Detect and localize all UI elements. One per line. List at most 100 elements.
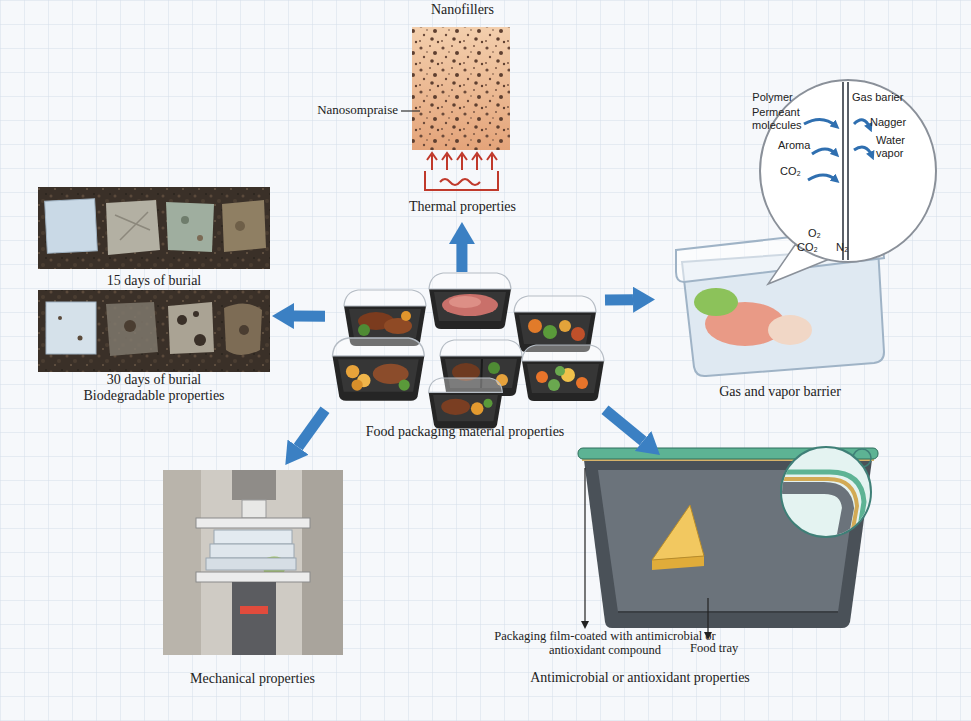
soil-burial-photo <box>78 336 83 341</box>
heat-source-symbol <box>425 171 498 190</box>
callout-label: Nagger <box>870 116 920 129</box>
soil-burial-photo <box>239 325 249 335</box>
food-container-group <box>332 356 424 401</box>
food-container-group <box>346 365 359 378</box>
panel-caption: Antimicrobial or antioxidant properties <box>500 670 780 686</box>
heat-source-symbol <box>427 153 437 170</box>
tensile-tester-photo <box>163 470 201 655</box>
food-container-group <box>449 296 481 308</box>
food-container-group <box>429 378 503 392</box>
soil-burial-photo <box>115 212 150 240</box>
leader-label: Nanosompraise <box>290 103 398 118</box>
coated-food-tray <box>578 447 878 638</box>
food-container-group <box>522 345 604 401</box>
connector-group <box>294 244 643 447</box>
panel-caption: Gas and vapor barrier <box>655 384 905 400</box>
panel-caption: Food packaging material properties <box>325 424 605 440</box>
soil-burial-photo <box>222 200 266 252</box>
barrier-callout <box>808 175 836 180</box>
food-container-group <box>559 320 571 332</box>
tensile-tester-photo <box>302 470 343 655</box>
soil-burial-photo <box>194 334 206 346</box>
panel-caption: Nanofillers <box>395 2 530 18</box>
soil-burial-photo <box>45 199 98 254</box>
food-container-group <box>429 289 511 329</box>
food-container-group <box>440 340 522 356</box>
food-container-group <box>536 371 548 383</box>
food-container-group <box>358 324 370 336</box>
block-arrow <box>298 410 325 447</box>
soil-burial-photo <box>193 311 199 317</box>
food-container-group <box>344 290 426 306</box>
barrier-callout <box>854 147 872 156</box>
soil-burial-photo <box>168 302 214 354</box>
heat-source-symbol <box>425 153 498 190</box>
gas-label: CO₂ <box>797 241 827 254</box>
coated-food-tray <box>652 505 704 560</box>
block-arrow <box>605 294 633 305</box>
heat-source-symbol <box>440 179 480 185</box>
coated-food-tray <box>780 472 864 540</box>
mechanical-panel: Mechanical properties <box>150 465 355 690</box>
food-container-group <box>332 338 424 356</box>
barrier-callout <box>804 119 836 126</box>
tensile-tester-photo <box>196 572 310 582</box>
panel-caption: Mechanical properties <box>150 671 355 687</box>
tensile-tester-photo <box>240 606 268 614</box>
food-container-group <box>571 327 585 341</box>
pointer-label: Food tray <box>690 641 760 655</box>
soil-burial-photo <box>38 187 270 269</box>
food-container-group <box>352 379 363 390</box>
callout-label: Water vapor <box>876 134 914 159</box>
panel-caption: Biodegradable properties <box>36 388 272 404</box>
panel-caption: 15 days of burial <box>36 273 272 289</box>
soil-burial-photo <box>38 290 270 372</box>
nanofiller-sample <box>401 110 420 111</box>
soil-burial-photo <box>235 221 245 231</box>
callout-label: Gas barier <box>852 91 914 104</box>
nanofiller-sample <box>401 27 510 150</box>
soil-burial-photo <box>166 202 214 252</box>
soil-burial-photo <box>46 302 96 354</box>
soil-burial-photo <box>58 316 62 320</box>
block-arrow <box>456 244 467 272</box>
coated-food-tray <box>618 611 838 613</box>
heat-source-symbol <box>472 153 482 170</box>
tensile-tester-photo <box>232 582 276 655</box>
soil-burial-photo <box>197 235 203 241</box>
food-container-group <box>514 296 596 312</box>
food-container-group <box>576 377 588 389</box>
soil-burial-photo <box>124 320 136 332</box>
barrier-callout <box>854 120 870 128</box>
biodegradation-panel: 15 days of burial30 days of burialBiodeg… <box>36 185 272 405</box>
soil-burial-photo <box>177 315 187 325</box>
tensile-tester-photo <box>232 470 276 500</box>
food-container-group <box>543 325 557 339</box>
food-container-group <box>441 399 470 415</box>
heat-source-symbol <box>442 153 452 170</box>
callout-label: Polymer <box>745 91 800 104</box>
callout-label: Aroma <box>778 139 818 152</box>
food-container-group <box>332 338 424 401</box>
soil-burial-photo <box>38 187 270 269</box>
food-container-group <box>401 311 411 321</box>
nanofiller-sample <box>412 27 510 150</box>
heat-source-symbol <box>487 153 497 170</box>
coated-food-tray <box>584 468 585 627</box>
food-container-group <box>522 345 604 361</box>
soil-burial-photo <box>181 216 189 224</box>
food-container-group <box>548 379 560 391</box>
food-container-group <box>442 294 498 316</box>
soil-burial-photo <box>106 200 160 255</box>
coated-food-tray <box>780 488 848 540</box>
food-container-group <box>429 392 503 428</box>
tensile-tester-photo <box>242 500 266 518</box>
food-container-group <box>522 361 604 401</box>
food-container-group <box>555 366 565 376</box>
block-arrow <box>294 311 325 322</box>
food-container-group <box>488 362 500 374</box>
coated-food-tray <box>780 472 864 540</box>
soil-burial-photo <box>106 302 158 356</box>
